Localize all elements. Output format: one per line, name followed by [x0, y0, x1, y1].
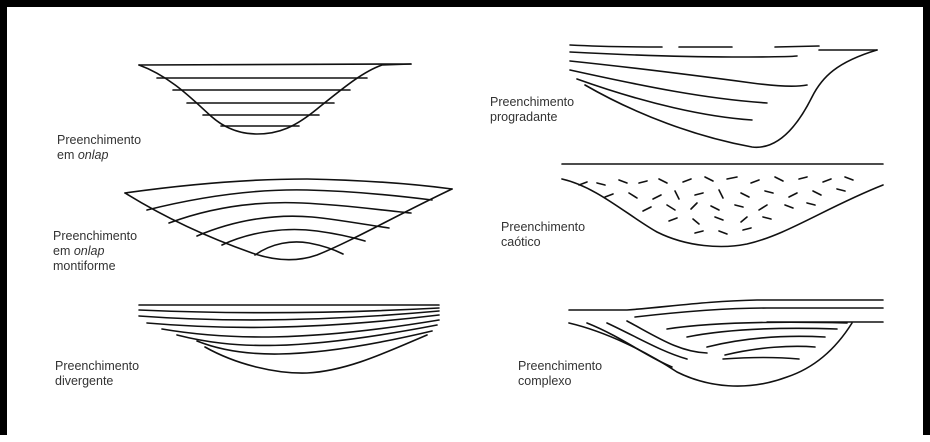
- top-line-2: [635, 308, 883, 317]
- caption-line-1: Preenchimento: [55, 359, 139, 374]
- caption-line-2: caótico: [501, 235, 585, 250]
- fill-patterns-drawing: [7, 7, 930, 442]
- divergent-layer-4: [162, 320, 439, 337]
- caption-line-1: Preenchimento: [518, 359, 602, 374]
- caption-line-2: divergente: [55, 374, 139, 389]
- onlap-montiforme-sketch: [125, 179, 452, 260]
- channel-outline: [205, 335, 427, 373]
- caption-onlap: Preenchimento em onlap: [57, 133, 141, 163]
- channel-outline: [562, 179, 883, 246]
- caption-onlap-montiforme: Preenchimento em onlap montiforme: [53, 229, 137, 274]
- top-line: [139, 64, 411, 65]
- caption-caotico: Preenchimento caótico: [501, 220, 585, 250]
- nested-channel-2: [687, 328, 837, 337]
- caption-line-3: montiforme: [53, 259, 137, 274]
- caption-progradante: Preenchimento progradante: [490, 95, 574, 125]
- divergent-layer-3: [147, 315, 439, 327]
- caption-text-em: em: [53, 244, 74, 258]
- caption-line-1: Preenchimento: [57, 133, 141, 148]
- progradante-sketch: [570, 45, 877, 147]
- nested-base: [723, 358, 799, 360]
- nested-channel-4: [725, 346, 815, 355]
- caption-text-onlap: onlap: [74, 244, 105, 258]
- caption-text-onlap: onlap: [78, 148, 109, 162]
- caption-line-2: complexo: [518, 374, 602, 389]
- channel-outline: [585, 50, 877, 147]
- mound-layer-3: [169, 203, 411, 223]
- caotico-sketch: [562, 164, 883, 246]
- clinoform-2: [570, 61, 807, 86]
- clino-top-1: [570, 45, 662, 47]
- channel-outline: [125, 189, 452, 260]
- clinoform-1: [570, 52, 797, 57]
- caption-line-2: em onlap: [53, 244, 137, 259]
- clino-top-3: [775, 46, 819, 47]
- nested-channel-3: [707, 336, 825, 347]
- caption-complexo: Preenchimento complexo: [518, 359, 602, 389]
- caption-line-1: Preenchimento: [53, 229, 137, 244]
- chaotic-reflections: [579, 177, 853, 234]
- onlap-fill-sketch: [139, 64, 411, 134]
- channel-outline: [139, 64, 411, 134]
- divergent-layer-1: [139, 308, 439, 313]
- mound-layer-4: [197, 216, 389, 236]
- caption-text-em: em: [57, 148, 78, 162]
- caption-line-1: Preenchimento: [501, 220, 585, 235]
- mound-layer-2: [147, 190, 432, 210]
- mound-layer-6: [255, 242, 343, 255]
- caption-line-2: progradante: [490, 110, 574, 125]
- divergente-sketch: [139, 305, 439, 373]
- mound-layer-1: [125, 179, 452, 193]
- caption-divergente: Preenchimento divergente: [55, 359, 139, 389]
- caption-line-2: em onlap: [57, 148, 141, 163]
- complexo-sketch: [569, 300, 883, 386]
- caption-line-1: Preenchimento: [490, 95, 574, 110]
